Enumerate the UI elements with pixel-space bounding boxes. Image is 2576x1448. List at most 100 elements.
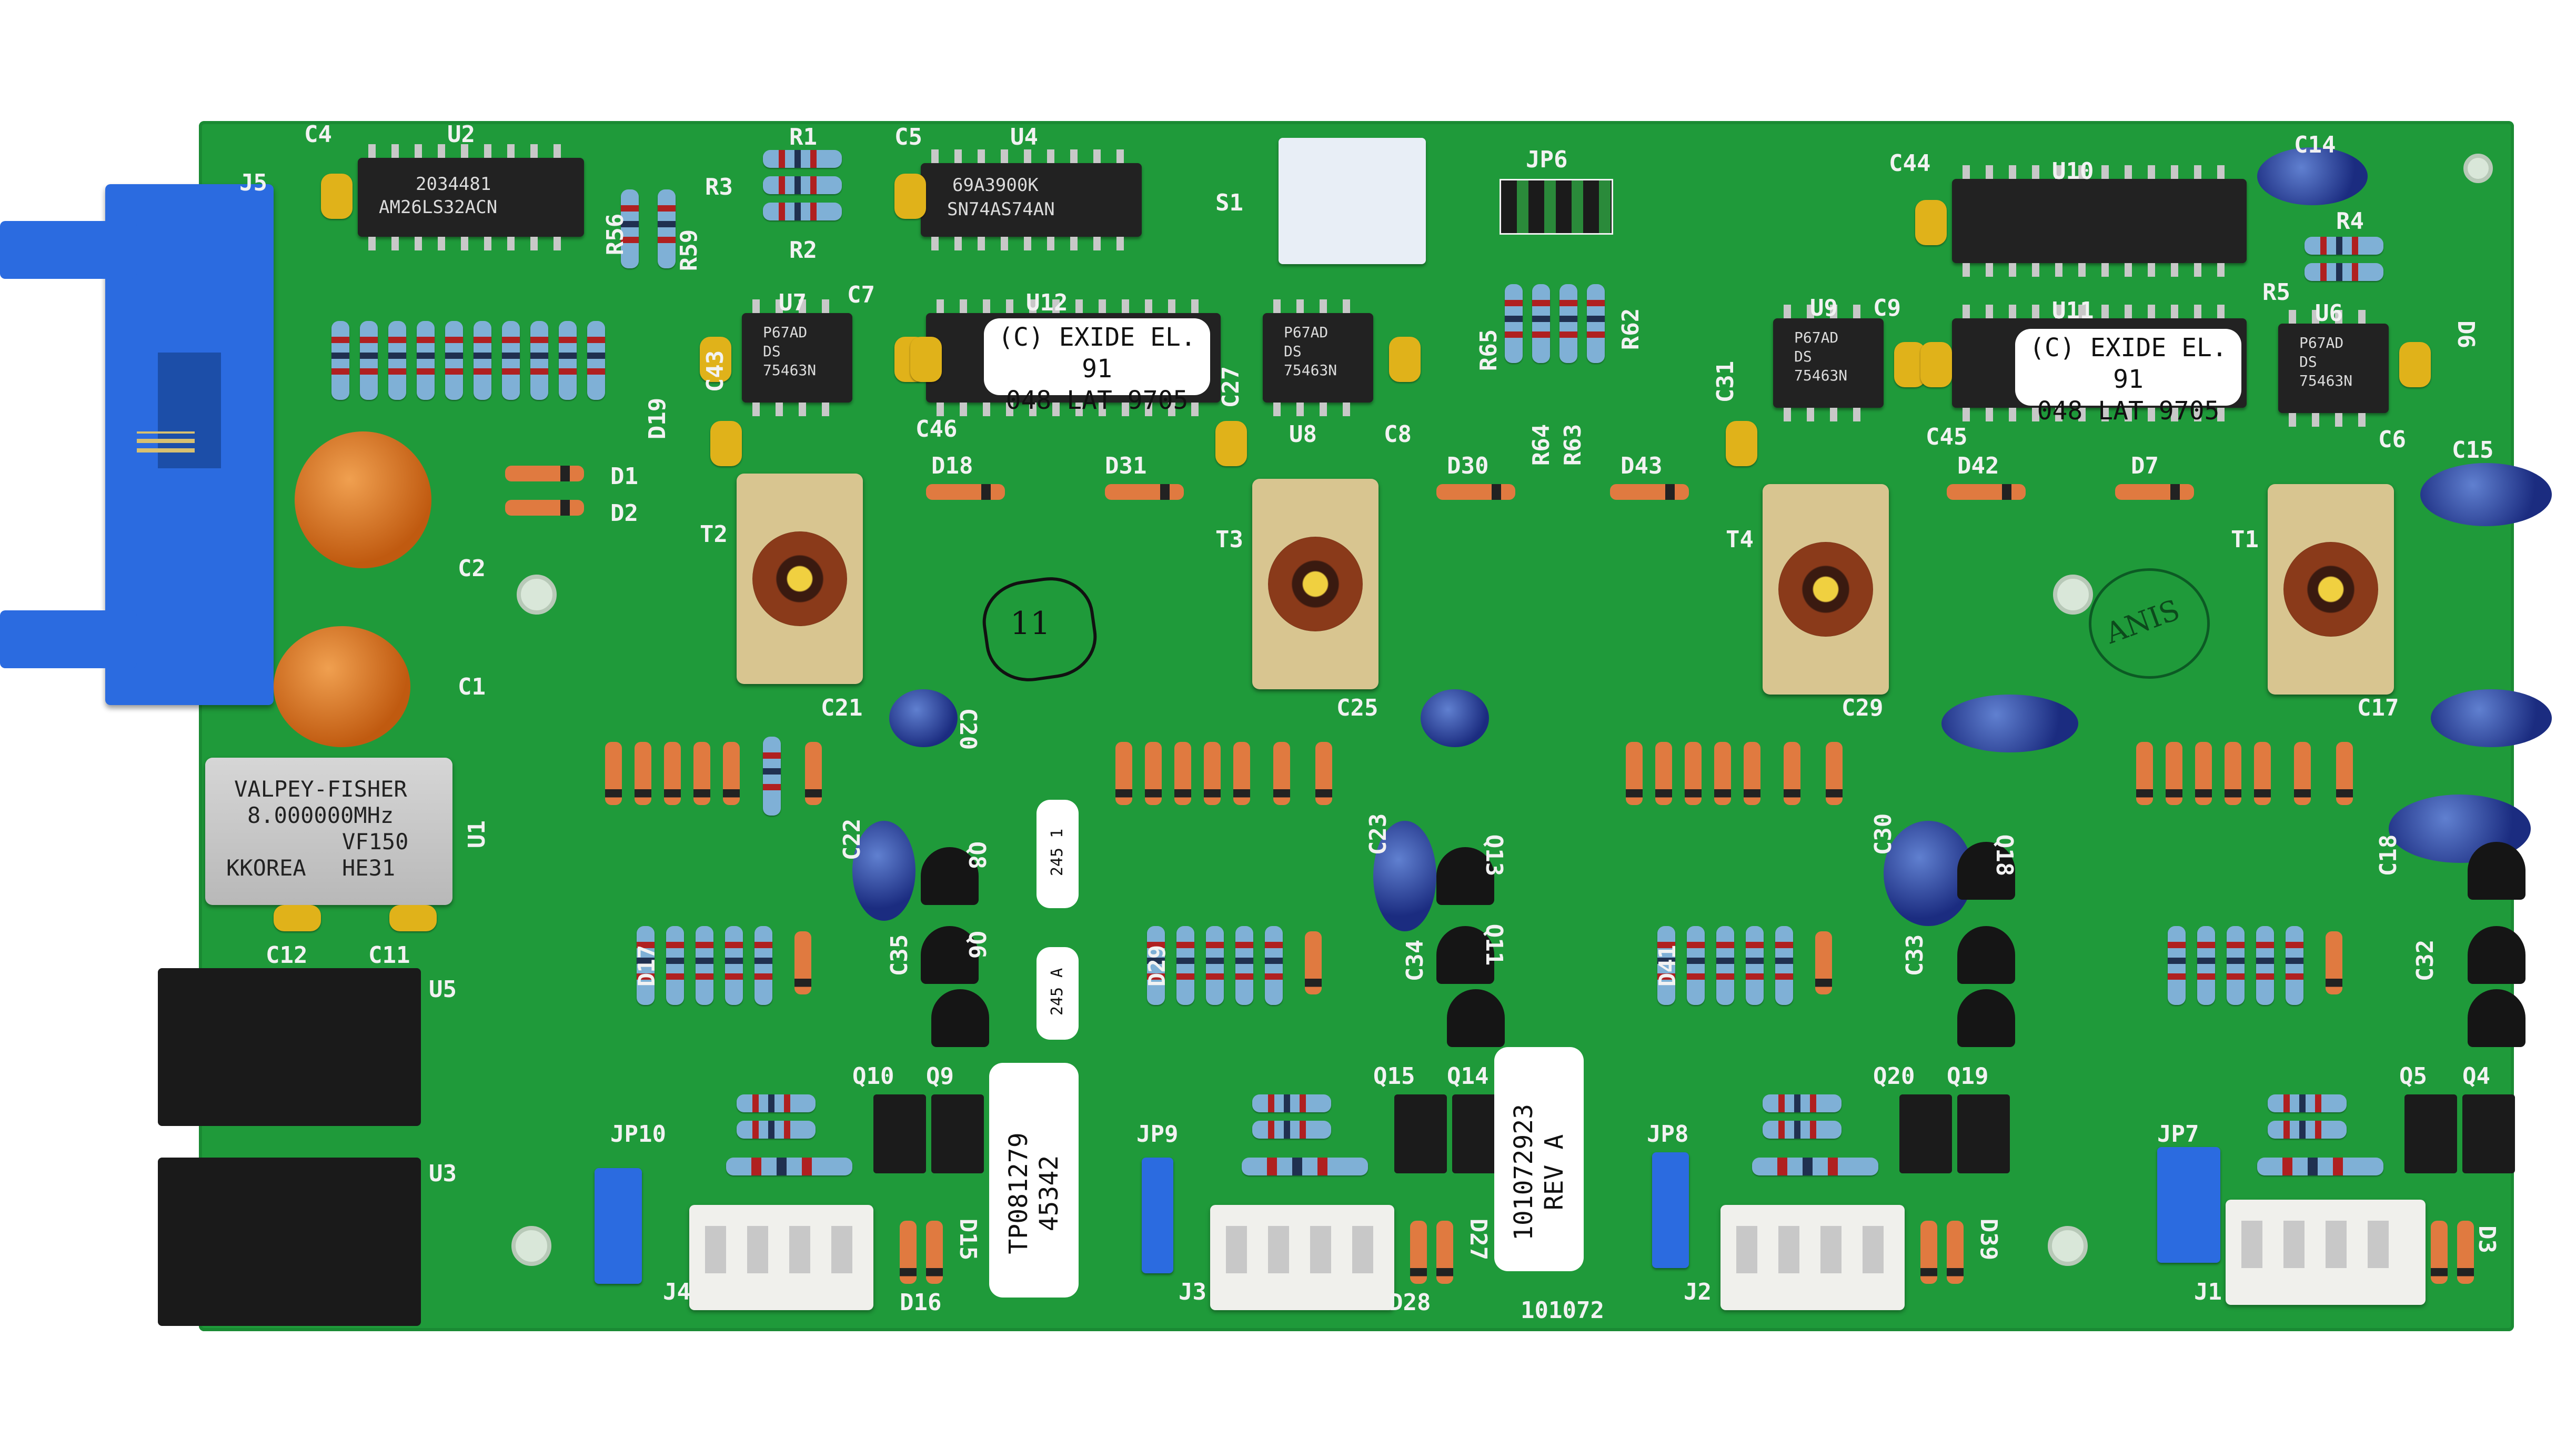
capacitor-c29	[1941, 695, 2078, 752]
ic-u8: P67AD DS 75463N	[1263, 299, 1373, 416]
exide-label-u11: (C) EXIDE EL. 91 048 LAT 9705	[2015, 329, 2241, 426]
ic-u7: P67AD DS 75463N	[742, 299, 852, 416]
capacitor-c44	[1915, 200, 1947, 245]
label-c15: C15	[2452, 437, 2494, 464]
terminal-connector-j4	[689, 1205, 873, 1310]
label-d43: D43	[1621, 453, 1663, 479]
mounting-hole	[511, 1226, 551, 1266]
jumper-jp7	[2157, 1147, 2220, 1263]
label-d28: D28	[1389, 1289, 1431, 1316]
resistor-r3	[763, 176, 842, 194]
diode-d16	[926, 1221, 943, 1284]
capacitor-c23	[1421, 689, 1489, 747]
capacitor-c12	[274, 905, 321, 931]
terminal-connector-j3	[1210, 1205, 1394, 1310]
label-q11: Q11	[1481, 923, 1508, 966]
resistor-r59	[658, 189, 676, 268]
resistor-block-channel-1-upper	[2136, 731, 2378, 826]
label-t2: T2	[700, 521, 728, 548]
u9-marking-1: P67AD	[1794, 329, 1839, 346]
label-u7: U7	[779, 289, 807, 316]
resistor-block-channel-1-lower	[2136, 916, 2378, 1010]
capacitor-c20	[889, 689, 958, 747]
label-d15: D15	[954, 1218, 982, 1261]
diode-d40	[1947, 1221, 1964, 1284]
resistor-channel-1-b	[2268, 1121, 2347, 1139]
resistor-channel-3-c	[1242, 1158, 1368, 1175]
optocoupler-u5	[158, 968, 421, 1126]
transistor-q1	[2468, 989, 2525, 1047]
label-q15: Q15	[1373, 1063, 1415, 1090]
oscillator-line3: VF150	[342, 829, 409, 854]
label-t4: T4	[1726, 526, 1754, 553]
label-d3: D3	[2473, 1225, 2500, 1253]
label-c44: C44	[1889, 150, 1931, 177]
ic-u6: P67AD DS 75463N	[2278, 310, 2389, 427]
transistor-q2	[2468, 926, 2525, 984]
label-c8: C8	[1384, 421, 1412, 448]
resistor-channel-1-c	[2257, 1158, 2383, 1175]
transformer-t3	[1252, 479, 1378, 689]
resistor-channel-2-c	[1752, 1158, 1878, 1175]
label-q5: Q5	[2399, 1063, 2427, 1090]
label-c35: C35	[886, 934, 913, 977]
header-connector-top	[1279, 138, 1426, 264]
transistor-q20	[1899, 1094, 1952, 1173]
resistor-r1	[763, 150, 842, 168]
u2-marking-2: AM26LS32ACN	[379, 197, 498, 218]
transistor-q11	[1436, 926, 1494, 984]
resistor-block-channel-4-lower	[605, 916, 847, 1010]
u8-marking-3: 75463N	[1284, 361, 1337, 379]
label-c9: C9	[1873, 295, 1901, 321]
label-u6: U6	[2315, 300, 2343, 327]
u9-marking-2: DS	[1794, 348, 1812, 365]
diode-d2	[505, 500, 584, 516]
label-c5: C5	[894, 124, 922, 150]
mounting-hole	[2048, 1226, 2088, 1266]
label-c20: C20	[954, 708, 982, 750]
diode-d7	[2115, 484, 2194, 500]
label-jp10: JP10	[610, 1121, 666, 1148]
resistor-r5	[2305, 263, 2383, 281]
label-c23: C23	[1365, 813, 1392, 856]
transistor-q10	[873, 1094, 926, 1173]
capacitor-c43	[700, 337, 731, 382]
label-d7: D7	[2131, 453, 2159, 479]
transistor-q18	[1957, 842, 2015, 900]
label-r3: R3	[705, 174, 733, 200]
label-c4: C4	[304, 121, 332, 148]
label-c43: C43	[702, 350, 729, 393]
label-q14: Q14	[1447, 1063, 1489, 1090]
label-j1: J1	[2194, 1279, 2222, 1305]
resistor-r56	[621, 189, 639, 268]
transistor-q11b	[1447, 989, 1505, 1047]
label-u10: U10	[2052, 158, 2094, 185]
label-d16: D16	[900, 1289, 942, 1316]
oscillator-line2: 8.000000MHz	[247, 802, 394, 828]
transformer-t2	[737, 474, 863, 684]
resistor-channel-1-a	[2268, 1094, 2347, 1112]
transistor-q13	[1436, 847, 1494, 905]
label-d19: D19	[644, 397, 671, 440]
u7-marking-3: 75463N	[763, 361, 817, 379]
label-c2: C2	[458, 555, 486, 582]
exide-label-u12-line2: 048 LAT 9705	[1005, 386, 1189, 415]
ic-u10	[1952, 165, 2247, 277]
u8-marking-1: P67AD	[1284, 324, 1329, 341]
label-c33: C33	[1901, 934, 1929, 977]
label-jp6: JP6	[1526, 146, 1568, 173]
label-t1: T1	[2231, 526, 2259, 553]
label-c30: C30	[1870, 813, 1897, 856]
label-c34: C34	[1402, 939, 1429, 982]
ribbon-connector-j5	[0, 179, 295, 705]
label-c29: C29	[1842, 695, 1884, 721]
u8-marking-2: DS	[1284, 343, 1302, 360]
diode-d28	[1436, 1221, 1453, 1284]
diode-d15	[900, 1221, 917, 1284]
capacitor-c45	[1920, 342, 1952, 387]
label-j2: J2	[1684, 1279, 1712, 1305]
ic-u9: P67AD DS 75463N	[1773, 305, 1884, 421]
diode-d42	[1947, 484, 2026, 500]
label-q4: Q4	[2462, 1063, 2490, 1090]
oscillator-line4-left: KKOREA	[226, 855, 306, 881]
